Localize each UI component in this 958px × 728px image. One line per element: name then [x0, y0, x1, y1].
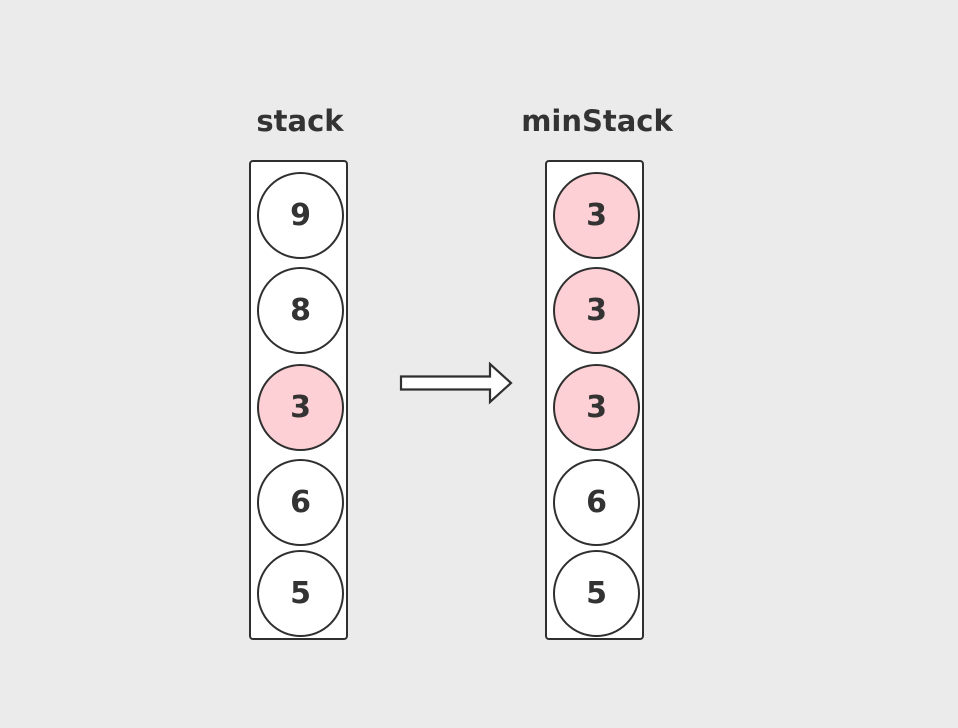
min-stack-container: 3 3 3 6 5 [545, 160, 644, 640]
stack-item-3: 6 [257, 459, 344, 546]
stack-item-0: 9 [257, 172, 344, 259]
stack-item-2: 3 [257, 364, 344, 451]
min-stack-title: minStack [521, 104, 673, 138]
min-stack-item-3: 6 [553, 459, 640, 546]
stack-container: 9 8 3 6 5 [249, 160, 348, 640]
stack-item-4: 5 [257, 550, 344, 637]
stack-title: stack [256, 104, 344, 138]
min-stack-item-1: 3 [553, 267, 640, 354]
min-stack-item-2: 3 [553, 364, 640, 451]
min-stack-item-4: 5 [553, 550, 640, 637]
right-arrow-icon [399, 361, 513, 405]
min-stack-item-0: 3 [553, 172, 640, 259]
stack-item-1: 8 [257, 267, 344, 354]
